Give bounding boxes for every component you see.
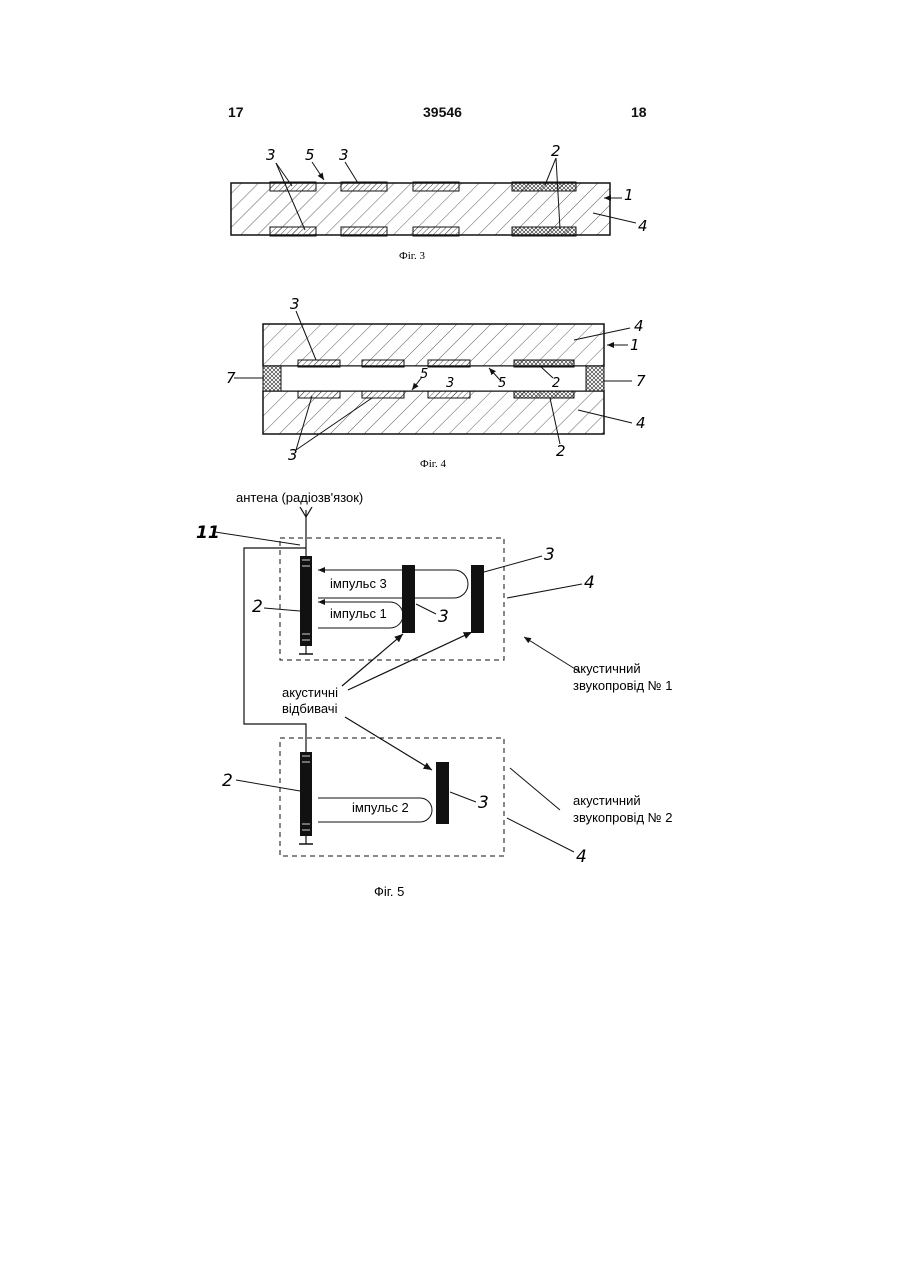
antenna-icon [306, 507, 312, 517]
fig3-reflector [270, 182, 316, 191]
fig3-leader [312, 162, 324, 180]
fig4-reflector [362, 391, 404, 398]
waveguide-1-outline [280, 538, 504, 660]
fig3-ref: 2 [551, 142, 561, 160]
fig3-reflector [413, 182, 459, 191]
fig5-ref-3: 3 [544, 545, 555, 565]
fig5-leader [507, 584, 582, 598]
fig5-leader [236, 780, 300, 791]
fig4-reflector [298, 391, 340, 398]
reflector-2 [471, 565, 484, 633]
fig3-reflector [341, 227, 387, 236]
fig4-ref: 3 [290, 295, 300, 313]
fig4-transducer [514, 391, 574, 398]
antenna-label: антена (радіозв'язок) [236, 490, 363, 505]
pulse-2-label: імпульс 2 [352, 800, 409, 815]
fig3-ref: 1 [624, 186, 634, 204]
fig3-ref: 5 [305, 146, 315, 164]
fig5-ref-4: 4 [584, 573, 595, 593]
fig3-reflector [413, 227, 459, 236]
fig5-leader [450, 792, 476, 802]
fig3-transducer [512, 182, 576, 191]
fig5-leader [215, 532, 300, 545]
interconnect-wire [244, 548, 306, 752]
fig5-caption: Фіг. 5 [374, 884, 404, 899]
fig3-ref: 3 [266, 146, 276, 164]
pulse-1-label: імпульс 1 [330, 606, 387, 621]
reflectors-label: акустичні [282, 685, 338, 700]
fig4-seal-right [586, 366, 604, 391]
fig5-ref-2: 2 [222, 771, 233, 791]
figure-5: антена (радіозв'язок) 11 імпульс 3 імпул… [196, 490, 672, 899]
fig4-ref: 4 [634, 317, 644, 335]
transducer-1 [300, 556, 312, 646]
fig5-leader [507, 818, 574, 852]
fig4-reflector [298, 360, 340, 367]
fig5-ref-2: 2 [252, 597, 263, 617]
fig4-ref: 2 [556, 442, 566, 460]
reflectors-label: відбивачі [282, 701, 338, 716]
fig4-ref: 3 [288, 446, 298, 464]
fig4-seal-left [263, 366, 281, 391]
fig4-ref: 5 [498, 376, 506, 391]
pulse-3-label: імпульс 3 [330, 576, 387, 591]
fig5-ref-11: 11 [196, 523, 220, 543]
figure-3: 3 5 3 2 1 4 Фіг. 3 [231, 142, 648, 262]
fig3-leader [345, 162, 358, 183]
fig4-ref: 2 [552, 376, 560, 391]
fig5-leader [416, 604, 436, 614]
fig3-caption: Фіг. 3 [399, 250, 426, 262]
reflector-1 [402, 565, 415, 633]
fig4-reflector [428, 391, 470, 398]
fig4-reflector [428, 360, 470, 367]
antenna-icon [300, 507, 306, 517]
waveguide-2-label: акустичний [573, 793, 641, 808]
fig3-leader [545, 158, 556, 185]
fig5-leader [524, 637, 580, 672]
fig5-leader [510, 768, 560, 810]
fig4-ref: 3 [446, 376, 454, 391]
reflector-3 [436, 762, 449, 824]
fig3-reflector [341, 182, 387, 191]
fig5-leader [264, 608, 300, 611]
fig3-ref: 4 [638, 217, 648, 235]
fig3-reflector [270, 227, 316, 236]
waveguide-2-label: звукопровід № 2 [573, 810, 672, 825]
fig4-ref: 7 [226, 369, 236, 387]
fig4-ref: 4 [636, 414, 646, 432]
fig5-ref-3: 3 [478, 793, 489, 813]
fig3-ref: 3 [339, 146, 349, 164]
fig5-leader [484, 556, 542, 572]
reflector-arrow [345, 717, 432, 770]
fig4-ref: 7 [636, 372, 646, 390]
fig3-transducer [512, 227, 576, 236]
fig4-reflector [362, 360, 404, 367]
fig4-transducer [514, 360, 574, 367]
waveguide-1-label: акустичний [573, 661, 641, 676]
fig4-ref: 1 [630, 336, 640, 354]
transducer-2 [300, 752, 312, 836]
fig5-ref-4: 4 [576, 847, 587, 867]
fig4-caption: Фіг. 4 [420, 458, 447, 470]
fig5-ref-3: 3 [438, 607, 449, 627]
fig4-ref: 5 [420, 367, 428, 382]
waveguide-2-outline [280, 738, 504, 856]
figure-4: 3 4 1 7 7 5 3 5 2 4 3 2 Фіг. 4 [226, 295, 646, 470]
waveguide-1-label: звукопровід № 1 [573, 678, 672, 693]
reflector-arrow [348, 632, 472, 690]
